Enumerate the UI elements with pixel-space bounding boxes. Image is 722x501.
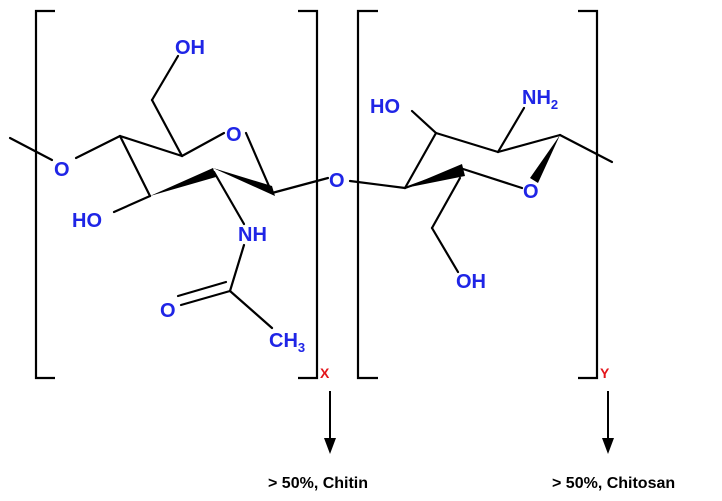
atom-o-ring-right: O [523,181,539,203]
atom-o-link-left: O [54,159,70,181]
right-unit-wedges [405,135,560,188]
atom-oh-top: OH [175,37,205,59]
wedge-c2-c1 [213,168,275,196]
bond-c2-nh [212,170,246,226]
bond-c3r-oh [410,109,438,135]
atom-ch3-main: CH [269,330,298,352]
bond-o-c4 [74,134,122,160]
bond-c1-glyco [270,176,330,195]
bond-co-double-b [176,280,228,298]
bond-c6r-oh [430,226,460,274]
wedge-c3-c2 [150,168,216,196]
atom-oh-bottom: OH [456,271,486,293]
atom-o-carbonyl: O [160,300,176,322]
arrow-y-head [602,438,614,454]
bracket-left-open [34,9,55,380]
bracket-right-open [356,9,378,380]
bracket-right-close [578,9,599,380]
bond-glyco-c4 [348,179,407,190]
atom-nh: NH [238,224,267,246]
atom-ch3: CH3 [269,330,305,355]
atom-nh2: NH2 [522,87,558,112]
bond-c4-c3 [118,134,152,198]
bond-c2r-nh2 [496,106,526,154]
bond-co-double-a [179,289,232,307]
bond-chain-left [8,136,54,162]
atom-ho-right: HO [370,96,400,118]
arrows [324,391,614,454]
left-unit-wedges [150,168,275,196]
bond-c5r-oring [458,166,524,190]
index-x: X [320,365,330,381]
wedge-c1r-oring [530,135,560,183]
atom-ch3-subscript: 3 [298,340,305,355]
bond-c4-c3r [403,131,438,190]
bond-nh-carbonyl [228,243,246,293]
atom-labels: OH O O HO NH O CH3 O HO NH2 O OH [54,37,558,355]
caption-chitosan: > 50%, Chitosan [552,475,675,492]
right-unit-bonds [348,106,614,274]
bond-c6-oh [150,54,180,102]
wedge-c4-c5 [405,164,465,188]
atom-o-glycosidic: O [329,170,345,192]
bond-oring-c1 [244,131,274,195]
bond-c3r-c2r [434,131,500,154]
index-y: Y [600,365,610,381]
repeat-indices: X Y [320,365,610,381]
atom-ho-left: HO [72,210,102,232]
atom-nh2-subscript: 2 [551,97,558,112]
bond-c3-oh [112,194,152,214]
left-unit-bonds [8,54,330,330]
bond-c5r-c6r [430,176,462,230]
atom-o-ring-left: O [226,124,242,146]
bond-c2r-c1r [496,133,562,154]
arrow-x-head [324,438,336,454]
brackets [34,9,599,380]
bond-c5-c6 [150,98,184,158]
bracket-left-close [298,9,319,380]
captions: > 50%, Chitin > 50%, Chitosan [268,475,675,492]
caption-chitin: > 50%, Chitin [268,475,368,492]
bond-carbonyl-ch3 [228,289,274,330]
bond-c4-c5 [118,134,184,158]
bond-c1r-chain [558,133,614,164]
atom-nh2-main: NH [522,87,551,109]
bond-c5-oring [180,131,226,158]
